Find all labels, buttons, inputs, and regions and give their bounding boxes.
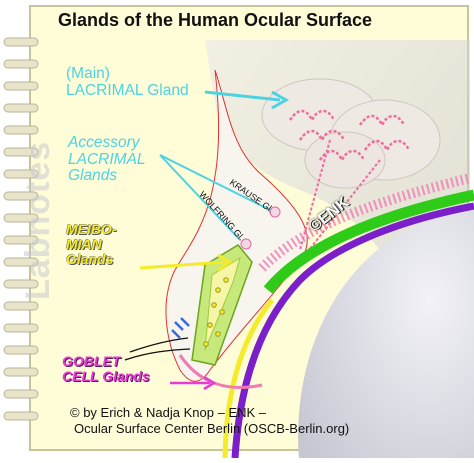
credit-line-1: © by Erich & Nadja Knop – ENK –: [70, 405, 267, 420]
eyelashes: [124, 317, 191, 361]
goblet-label: GOBLET CELL Glands: [62, 353, 150, 385]
meibomian-gland: [191, 244, 253, 366]
credit-text: © by Erich & Nadja Knop – ENK – Ocular S…: [70, 405, 450, 438]
lacrimal-gland: [261, 78, 441, 256]
accessory-label-line3: Glands: [68, 167, 118, 185]
conjunctiva-epithelium: [258, 173, 472, 272]
wolfring-gland: [240, 238, 252, 250]
meibomian-label-line2: MIAN: [66, 236, 102, 253]
globe: [298, 210, 474, 463]
credit-line-2: Ocular Surface Center Berlin (OSCB-Berli…: [74, 421, 350, 437]
accessory-label: Accessory LACRIMAL Glands: [68, 134, 146, 185]
lid-margin: [178, 354, 263, 389]
tear-film-band: [222, 298, 274, 459]
lacrimal-label: (Main) LACRIMAL Gland: [66, 65, 189, 99]
labnotes-watermark: Labnotes: [19, 140, 57, 300]
krause-gland: [269, 206, 281, 218]
spiral-binding: [3, 37, 39, 421]
accessory-label-line1: Accessory: [68, 134, 140, 151]
page-title: Glands of the Human Ocular Surface: [58, 10, 373, 30]
accessory-label-line2: LACRIMAL: [68, 150, 146, 168]
meibomian-label-line3: Glands: [66, 251, 114, 268]
meibomian-label: MEIBO- MIAN Glands: [66, 221, 117, 268]
meibomian-label-line1: MEIBO-: [66, 221, 117, 237]
sclera-band: [231, 202, 474, 459]
goblet-label-line1: GOBLET: [62, 353, 121, 369]
goblet-label-line2: CELL Glands: [62, 368, 150, 385]
pointer-arrows: [139, 90, 290, 391]
tenon-band: [263, 189, 474, 294]
lacrimal-label-line2: LACRIMAL Gland: [66, 81, 189, 99]
lacrimal-label-line1: (Main): [66, 65, 110, 82]
